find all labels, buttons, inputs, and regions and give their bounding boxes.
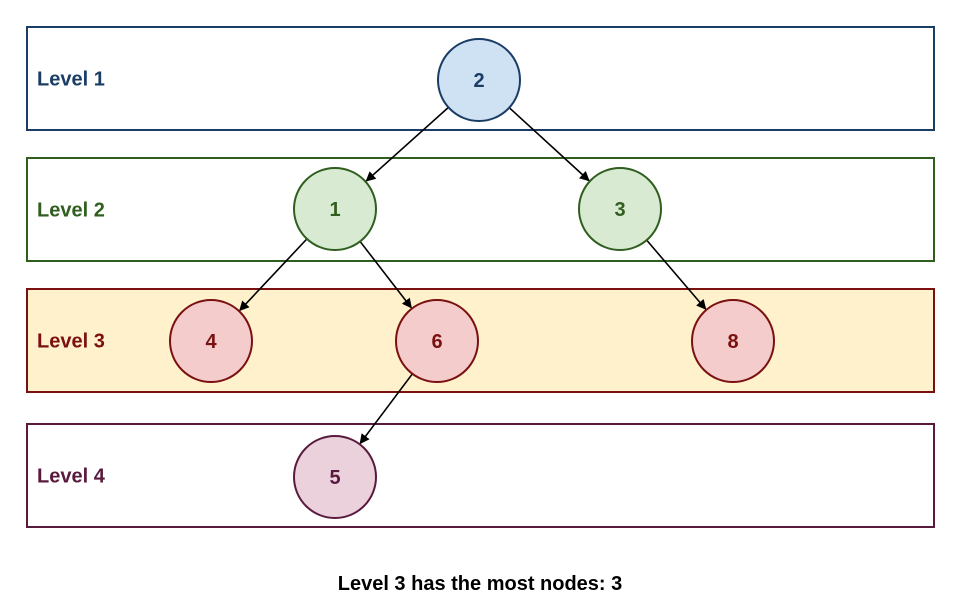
- level-label: Level 2: [37, 200, 105, 222]
- tree-node-8: 8: [691, 299, 775, 383]
- node-label: 5: [329, 467, 340, 489]
- level-band-2: Level 2: [26, 157, 935, 262]
- tree-node-5: 5: [293, 435, 377, 519]
- edge-n3-n8: [646, 239, 707, 310]
- level-band-3: Level 3: [26, 288, 935, 393]
- edge-n1-n4: [239, 238, 308, 312]
- node-circle: [691, 299, 775, 383]
- level-label: Level 3: [37, 331, 105, 353]
- level-label: Level 1: [37, 69, 105, 91]
- level-band-4: Level 4: [26, 423, 935, 528]
- level-band-rect: [26, 423, 935, 528]
- node-circle: [578, 167, 662, 251]
- node-label: 2: [473, 70, 484, 92]
- node-label: 6: [431, 331, 442, 353]
- summary-caption: Level 3 has the most nodes: 3: [338, 573, 623, 595]
- tree-nodes: 2 1 3 4 6 8 5: [169, 38, 775, 519]
- node-circle: [293, 435, 377, 519]
- node-label: 3: [614, 199, 625, 221]
- level-band-rect: [26, 288, 935, 393]
- tree-node-3: 3: [578, 167, 662, 251]
- tree-node-1: 1: [293, 167, 377, 251]
- tree-node-2: 2: [437, 38, 521, 122]
- node-circle: [169, 299, 253, 383]
- node-circle: [293, 167, 377, 251]
- edge-n1-n6: [359, 240, 412, 309]
- node-label: 4: [205, 331, 217, 353]
- level-label: Level 4: [37, 466, 106, 488]
- node-label: 1: [329, 199, 340, 221]
- tree-node-6: 6: [395, 299, 479, 383]
- edge-n6-n5: [359, 373, 414, 445]
- level-band-rect: [26, 157, 935, 262]
- node-label: 8: [727, 331, 738, 353]
- edge-n2-n1: [365, 106, 449, 182]
- node-circle: [395, 299, 479, 383]
- edge-n2-n3: [508, 107, 590, 182]
- node-circle: [437, 38, 521, 122]
- tree-edges: [239, 106, 707, 445]
- tree-node-4: 4: [169, 299, 253, 383]
